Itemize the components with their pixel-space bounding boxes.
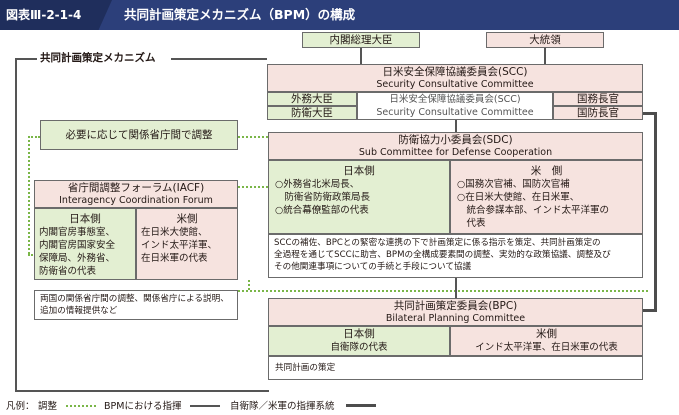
sdc-description-line-3: その他関連事項についての手続と手段について協議 xyxy=(274,262,472,272)
sdc-header: 防衛協力小委員会(SDC) Sub Committee for Defense … xyxy=(268,132,643,160)
iacf-japan-head: 日本側 xyxy=(69,213,101,225)
iacf-us-panel: 米側 在日米大使館、 インド太平洋軍、 在日米軍の代表 xyxy=(136,208,238,280)
mechanism-label: 共同計画策定メカニズム xyxy=(40,52,156,64)
bpc-description: 共同計画の策定 xyxy=(268,356,643,380)
sdc-us-item-4: 代表 xyxy=(457,218,486,229)
legend-dotted-line xyxy=(66,405,96,407)
bpc-us-panel: 米側 インド太平洋軍、在日米軍の代表 xyxy=(450,326,643,356)
iacf-title-en: Interagency Coordination Forum xyxy=(59,195,213,206)
sdc-us-panel: 米 側 ○国務次官補、国防次官補 ○在日米大使館、在日米軍、 統合参謀本部、イン… xyxy=(450,160,643,234)
sdc-description-line-1: SCCの補佐、BPCとの緊密な連携の下で計画策定に係る指示を策定、共同計画策定の xyxy=(274,238,601,248)
iacf-japan-item-3: 保障局、外務省、 xyxy=(39,253,116,264)
coordination-dotted-note xyxy=(28,136,40,138)
iacf-us-item-1: 在日米大使館、 xyxy=(141,227,208,238)
iacf-description-line-2: 追加の情報提供など xyxy=(40,306,118,316)
sdc-us-head: 米 側 xyxy=(530,165,563,177)
sdc-description-line-2: 全過程を通じてSCCに助言、BPMの全構成要素間の調整、実効的な政策協議、調整及… xyxy=(274,250,611,260)
sdc-title-en: Sub Committee for Defense Cooperation xyxy=(358,147,553,158)
scc-sdc-connector xyxy=(455,120,457,132)
sdc-japan-panel: 日本側 ○外務省北米局長、 防衛省防衛政策局長 ○統合幕僚監部の代表 xyxy=(268,160,450,234)
iacf-us-item-2: インド太平洋軍、 xyxy=(141,240,218,251)
figure-title: 共同計画策定メカニズム（BPM）の構成 xyxy=(124,7,356,22)
bpc-header: 共同計画策定委員会(BPC) Bilateral Planning Commit… xyxy=(268,298,643,326)
bpc-us-head: 米側 xyxy=(536,328,557,340)
frame-bottom xyxy=(15,390,269,392)
iacf-description-line-1: 両国の関係省庁間の調整、関係省庁による説明、 xyxy=(40,294,229,304)
header-bar xyxy=(0,0,679,30)
legend-thin-line xyxy=(190,405,220,407)
scc-title-jp: 日米安全保障協議委員会(SCC) xyxy=(382,66,528,78)
iacf-us-head: 米側 xyxy=(176,213,198,225)
command-line-right xyxy=(654,112,657,312)
iacf-title-jp: 省庁間調整フォーラム(IACF) xyxy=(67,182,205,194)
command-line-top xyxy=(643,112,657,115)
scc-title-en: Security Consultative Committee xyxy=(376,79,534,90)
pm-connector xyxy=(360,48,362,64)
bpc-title-jp: 共同計画策定委員会(BPC) xyxy=(393,300,518,312)
coordination-dotted-to-scc xyxy=(238,136,268,138)
sdc-japan-head: 日本側 xyxy=(343,165,375,177)
iacf-japan-panel: 日本側 内閣官房事態室、 内閣官房国家安全 保障局、外務省、 防衛省の代表 xyxy=(34,208,136,280)
iacf-japan-item-1: 内閣官房事態室、 xyxy=(39,227,116,238)
sdc-japan-item-1: ○外務省北米局長、 xyxy=(275,179,360,190)
legend-coordination: 調整 xyxy=(38,401,58,412)
figure-number: 図表Ⅲ-2-1-4 xyxy=(0,0,112,30)
sdc-us-item-3: 統合参謀本部、インド太平洋軍の xyxy=(457,205,610,216)
sdc-bpc-connector xyxy=(455,278,457,298)
legend-label: 凡例： xyxy=(6,401,35,412)
president-box: 大統領 xyxy=(486,32,604,48)
legend-command: 自衛隊／米軍の指揮系統 xyxy=(230,401,335,412)
bpc-title-en: Bilateral Planning Committee xyxy=(385,313,526,324)
iacf-header: 省庁間調整フォーラム(IACF) Interagency Coordinatio… xyxy=(34,180,238,208)
frame-left xyxy=(15,58,17,392)
bpc-japan-head: 日本側 xyxy=(343,328,375,340)
command-line-bottom xyxy=(643,309,657,312)
bpc-japan-panel: 日本側 自衛隊の代表 xyxy=(268,326,450,356)
scc-member-foreign-minister: 外務大臣 xyxy=(267,92,357,106)
president-connector xyxy=(544,48,546,64)
coordination-note-box: 必要に応じて関係省庁間で調整 xyxy=(40,120,238,150)
sdc-japan-item-2: 防衛省防衛政策局長 xyxy=(275,192,371,203)
coordination-dotted-bpc xyxy=(238,290,648,292)
sdc-us-item-2: ○在日米大使館、在日米軍、 xyxy=(457,192,580,203)
iacf-japan-item-4: 防衛省の代表 xyxy=(39,266,97,277)
coordination-dotted-down xyxy=(248,280,250,290)
iacf-description: 両国の関係省庁間の調整、関係省庁による説明、 追加の情報提供など xyxy=(34,290,238,320)
iacf-japan-item-2: 内閣官房国家安全 xyxy=(39,240,116,251)
frame-top-right xyxy=(171,58,267,60)
sdc-japan-item-3: ○統合幕僚監部の代表 xyxy=(275,205,369,216)
bpc-japan-item: 自衛隊の代表 xyxy=(330,342,388,353)
sdc-description: SCCの補佐、BPCとの緊密な連携の下で計画策定に係る指示を策定、共同計画策定の… xyxy=(268,234,643,278)
scc-center: 日米安全保障協議委員会(SCC) Security Consultative C… xyxy=(357,92,553,120)
legend-bpm-direction: BPMにおける指揮 xyxy=(104,401,182,412)
bpc-us-item: インド太平洋軍、在日米軍の代表 xyxy=(475,342,618,353)
scc-center-en: Security Consultative Committee xyxy=(376,107,534,118)
frame-top-left xyxy=(15,58,37,60)
iacf-us-item-3: 在日米軍の代表 xyxy=(141,253,208,264)
sdc-us-item-1: ○国務次官補、国防次官補 xyxy=(457,179,570,190)
scc-header: 日米安全保障協議委員会(SCC) Security Consultative C… xyxy=(267,64,643,92)
prime-minister-box: 内閣総理大臣 xyxy=(302,32,420,48)
coordination-dotted-to-sdc xyxy=(238,186,268,188)
sdc-title-jp: 防衛協力小委員会(SDC) xyxy=(398,134,513,146)
scc-center-jp: 日米安全保障協議委員会(SCC) xyxy=(389,94,521,105)
scc-member-defense-minister: 防衛大臣 xyxy=(267,106,357,120)
coordination-dotted-left xyxy=(28,136,30,254)
legend-thick-line xyxy=(346,404,376,407)
scc-member-secretary-of-defense: 国防長官 xyxy=(553,106,643,120)
scc-member-secretary-of-state: 国務長官 xyxy=(553,92,643,106)
